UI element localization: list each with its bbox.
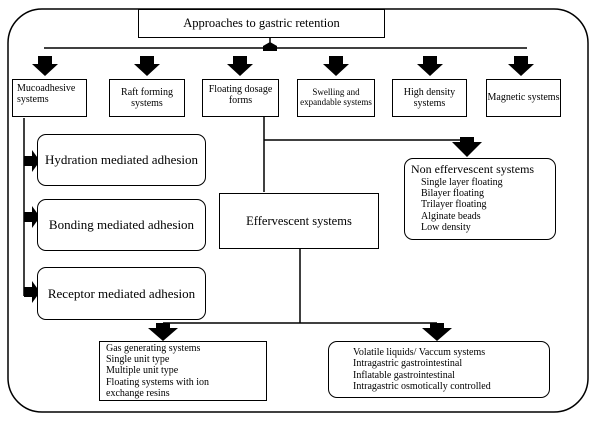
gas-generating-item: exchange resins (106, 387, 170, 399)
non-effervescent-item: Alginate beads (421, 210, 481, 222)
approach-box-magnetic: Magnetic systems (486, 79, 561, 117)
arrow-to-non-effervescent (452, 137, 482, 157)
arrow-to-high-density (417, 56, 443, 76)
diagram-title: Approaches to gastric retention (183, 16, 340, 30)
approach-arrows (32, 56, 534, 76)
arrow-to-mucoadhesive (32, 56, 58, 76)
gas-generating-item: Single unit type (106, 354, 170, 366)
gas-generating-box: Gas generating systems Single unit type … (99, 341, 267, 401)
non-effervescent-item: Low density (421, 221, 471, 233)
approach-label: Swelling and expandable systems (300, 87, 372, 107)
approach-label: Floating dosage forms (208, 84, 273, 107)
gas-generating-item: Multiple unit type (106, 365, 179, 377)
arrow-to-magnetic (508, 56, 534, 76)
non-effervescent-item: Bilayer floating (421, 188, 485, 200)
approach-label: Mucoadhesive systems (17, 83, 76, 106)
volatile-item: Volatile liquids/ Vaccum systems (353, 347, 486, 359)
arrow-to-raft (134, 56, 160, 76)
arrow-to-gas-generating (148, 323, 178, 341)
non-effervescent-box: Non effervescent systems Single layer fl… (404, 158, 556, 240)
volatile-item: Intragastric gastrointestinal (353, 358, 463, 370)
approach-label: Raft forming systems (121, 86, 173, 109)
title-box: Approaches to gastric retention (138, 9, 385, 38)
arrow-to-receptor (24, 281, 40, 303)
approach-box-mucoadhesive: Mucoadhesive systems (12, 79, 87, 117)
hydration-adhesion-box: Hydration mediated adhesion (37, 134, 206, 186)
mechanism-label: Hydration mediated adhesion (44, 152, 199, 167)
approach-label: Magnetic systems (487, 92, 560, 104)
approach-box-high-density: High density systems (392, 79, 467, 117)
volatile-item: Intragastric osmotically controlled (353, 380, 491, 392)
volatile-item: Inflatable gastrointestinal (353, 369, 455, 381)
mucoadhesive-side-arrows (24, 150, 40, 303)
arrow-to-hydration (24, 150, 40, 172)
effervescent-box: Effervescent systems (219, 193, 379, 249)
effervescent-title: Effervescent systems (246, 213, 352, 228)
mechanism-label: Bonding mediated adhesion (48, 217, 195, 232)
non-effervescent-item: Single layer floating (421, 177, 503, 188)
non-effervescent-item: Trilayer floating (421, 199, 487, 211)
approach-box-floating: Floating dosage forms (202, 79, 279, 117)
gas-generating-item: Floating systems with ion (106, 376, 210, 388)
mechanism-label: Receptor mediated adhesion (47, 285, 196, 301)
approach-box-raft: Raft forming systems (109, 79, 185, 117)
receptor-adhesion-box: Receptor mediated adhesion (37, 267, 206, 320)
bonding-adhesion-box: Bonding mediated adhesion (37, 199, 206, 251)
bus-junction-mark (263, 42, 277, 51)
arrow-to-swelling (323, 56, 349, 76)
arrow-to-bonding (24, 206, 40, 228)
approach-label: High density systems (403, 86, 456, 109)
arrow-to-volatile (422, 323, 452, 341)
approach-box-swelling: Swelling and expandable systems (297, 79, 375, 117)
arrow-to-floating (227, 56, 253, 76)
gas-generating-item: Gas generating systems (106, 343, 201, 355)
non-effervescent-title: Non effervescent systems (411, 162, 535, 176)
volatile-systems-box: Volatile liquids/ Vaccum systems Intraga… (328, 341, 550, 398)
